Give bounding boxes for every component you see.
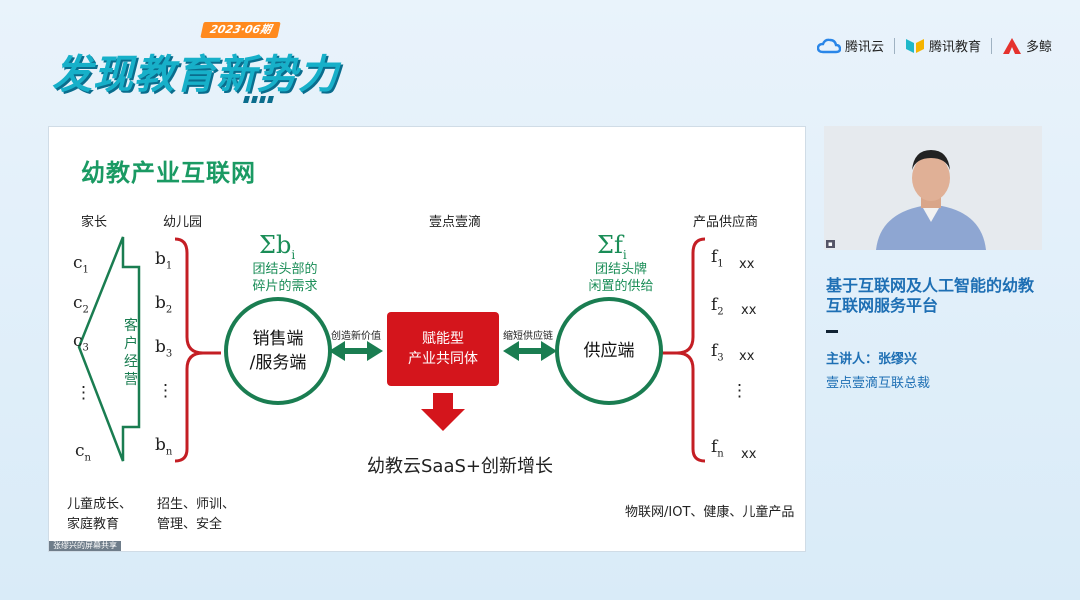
arrow-right-label: 缩短供应链 xyxy=(503,331,553,342)
parent-var: ⋮ xyxy=(75,383,92,403)
header-kindergarten: 幼儿园 xyxy=(163,215,203,230)
parent-var: cn xyxy=(75,441,91,464)
core-community-box: 赋能型产业共同体 xyxy=(387,312,499,386)
header-suppliers: 产品供应商 xyxy=(693,215,759,230)
supplier-var: ⋮ xyxy=(731,381,748,401)
bottom-parents: 儿童成长、家庭教育 xyxy=(67,497,133,532)
double-arrow-left xyxy=(329,341,383,361)
kinder-var: bn xyxy=(155,435,173,458)
speaker-silhouette xyxy=(824,126,1042,250)
speaker-name: 主讲人：张缪兴 xyxy=(826,352,918,367)
customer-ops-arrow-shape xyxy=(77,236,141,462)
arrow-left-label: 创造新价值 xyxy=(331,331,381,342)
parent-var: c2 xyxy=(73,293,89,316)
divider xyxy=(893,37,895,54)
sales-service-circle: 销售端/服务端 xyxy=(224,297,332,405)
sponsor-tencent-cloud: 腾讯云 xyxy=(816,36,884,55)
parent-var: c3 xyxy=(73,331,89,354)
supply-circle: 供应端 xyxy=(555,297,663,405)
divider xyxy=(826,330,838,333)
supplier-var: f2 xyxy=(711,295,724,318)
speaker-org: 壹点壹滴互联总裁 xyxy=(826,376,931,391)
down-arrow xyxy=(421,393,465,431)
supplier-bracket xyxy=(676,237,706,463)
slide-title: 幼教产业互联网 xyxy=(81,159,256,187)
saas-growth-text: 幼教云SaaS+创新增长 xyxy=(367,456,553,477)
sponsor-tencent-edu: 腾讯教育 xyxy=(905,36,981,55)
supplier-xx: xx xyxy=(741,303,757,318)
supplier-var: f1 xyxy=(711,247,724,270)
sum-f-desc: 团结头牌闲置的供给 xyxy=(588,262,654,294)
parent-var: c1 xyxy=(73,253,89,276)
supplier-var: f3 xyxy=(711,341,724,364)
supplier-xx: xx xyxy=(739,257,755,272)
bottom-suppliers: 物联网/IOT、健康、儿童产品 xyxy=(625,505,795,520)
supplier-xx: xx xyxy=(741,447,757,462)
event-title: 发现教育新势力 xyxy=(52,52,339,98)
kinder-var: ⋮ xyxy=(157,381,174,401)
sum-b-desc: 团结头部的碎片的需求 xyxy=(252,262,318,294)
sponsor-name: 腾讯教育 xyxy=(928,40,981,55)
event-badge: 2023·06期 xyxy=(200,22,281,38)
sponsor-logos: 腾讯云 腾讯教育 多鲸 xyxy=(816,36,1052,55)
sponsor-duojing: 多鲸 xyxy=(1002,36,1052,55)
video-label-tag: ▪ xyxy=(826,240,835,248)
sponsor-name: 多鲸 xyxy=(1025,40,1052,55)
header-center: 壹点壹滴 xyxy=(429,215,482,230)
screen-share-tag: 张缪兴的屏幕共享 xyxy=(49,541,121,551)
talk-title: 基于互联网及人工智能的幼教互联网服务平台 xyxy=(826,276,1035,315)
speaker-video: ▪ xyxy=(824,126,1042,250)
supplier-xx: xx xyxy=(739,349,755,364)
kinder-var: b3 xyxy=(155,337,173,360)
divider xyxy=(990,37,992,54)
supplier-var: fn xyxy=(711,437,724,460)
tencent-cloud-icon xyxy=(816,38,841,53)
kinder-var: b1 xyxy=(155,249,173,272)
sponsor-name: 腾讯云 xyxy=(844,40,884,55)
tencent-edu-icon xyxy=(905,38,924,53)
sum-f: Σfi xyxy=(597,231,627,262)
diagram-shapes xyxy=(77,236,706,463)
kinder-var: b2 xyxy=(155,293,173,316)
header-parents: 家长 xyxy=(81,215,108,230)
duojing-icon xyxy=(1002,37,1021,54)
sum-b: Σbi xyxy=(259,231,296,262)
customer-ops-label: 客户经营 xyxy=(124,318,138,388)
event-logo: 2023·06期 发现教育新势力 xyxy=(52,18,338,103)
double-arrow-right xyxy=(503,341,557,361)
decorative-bars xyxy=(243,88,276,107)
shared-slide: 幼教产业互联网 家长 幼儿园 壹点壹滴 产品供应商 c1 c2 c3 ⋮ cn … xyxy=(48,126,806,552)
kinder-bracket xyxy=(174,237,204,463)
bottom-kindergarten: 招生、师训、管理、安全 xyxy=(157,497,236,532)
